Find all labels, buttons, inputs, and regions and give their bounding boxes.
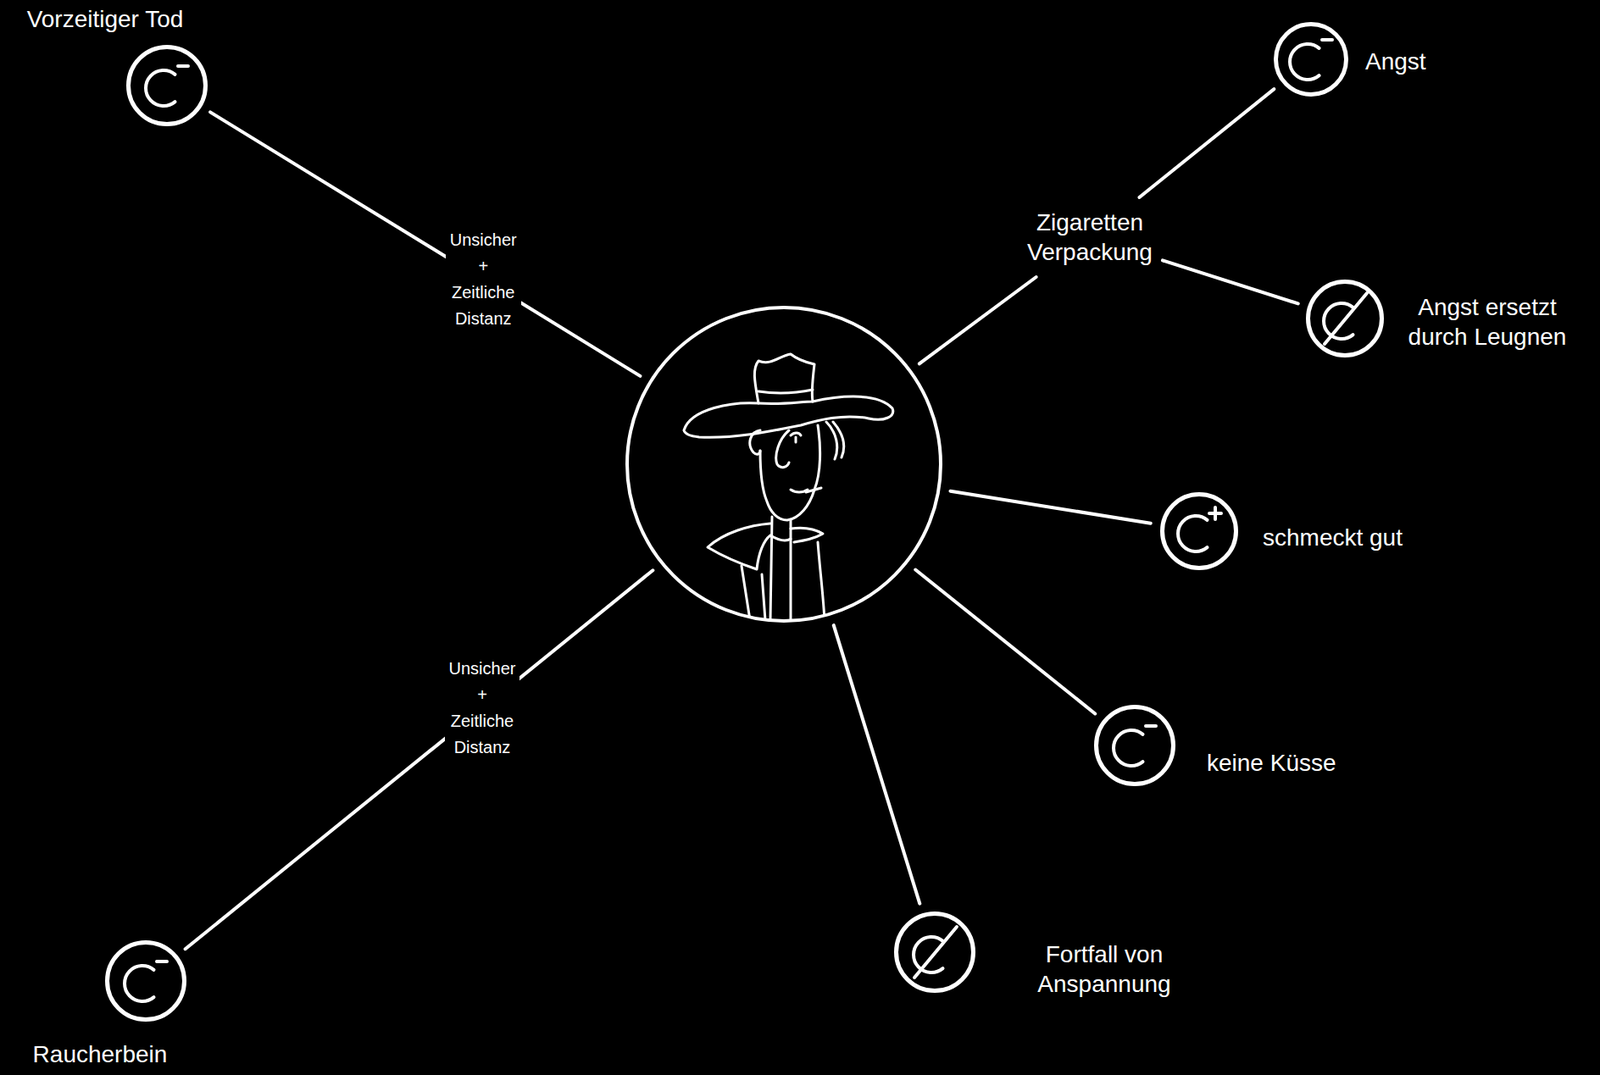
c-arc	[1113, 730, 1143, 767]
circle-border	[107, 943, 185, 1021]
circle-border	[1308, 282, 1383, 356]
node-label: keine Küsse	[1206, 748, 1337, 778]
consequence-circle: Angst	[1273, 22, 1349, 97]
cowboy-illustration	[683, 354, 894, 621]
consequence-circle: Raucherbein	[105, 940, 187, 1023]
circle-border	[1162, 494, 1237, 569]
node-label: Zigaretten Verpackung	[1027, 207, 1153, 267]
hat-crown	[754, 354, 815, 404]
node-label: Raucherbein	[33, 1039, 168, 1070]
circle-outline	[1094, 705, 1176, 787]
c-arc	[913, 937, 943, 973]
c-arc	[1289, 44, 1319, 80]
consequence-circle: schmeckt gut	[1160, 492, 1239, 571]
consequence-circle: keine Küsse	[1094, 705, 1176, 787]
connector-line	[915, 569, 1095, 714]
face-outline	[760, 425, 821, 521]
neck	[770, 516, 791, 621]
connector-line	[833, 625, 921, 905]
minus-sign	[1145, 724, 1156, 728]
connector-line	[950, 491, 1150, 524]
nose	[776, 430, 789, 468]
consequence-circle: Vorzeitiger Tod	[126, 44, 208, 127]
c-arc	[145, 70, 175, 106]
circle-outline	[105, 940, 187, 1023]
connector-line	[1138, 88, 1274, 198]
minus-sign	[156, 960, 167, 964]
node-label: schmeckt gut	[1262, 522, 1403, 553]
c-minus-symbol	[145, 66, 189, 106]
minus-sign	[1322, 38, 1333, 42]
cigarette	[805, 488, 822, 493]
c-minus-symbol	[1113, 726, 1156, 767]
c-arc	[1177, 516, 1207, 552]
c-crossed-symbol	[1323, 293, 1367, 345]
ear	[750, 430, 761, 455]
node-label: Fortfall von Anspannung	[1027, 939, 1181, 1000]
circle-outline	[1305, 279, 1384, 358]
cross-stroke	[1324, 293, 1367, 345]
c-symbols	[124, 39, 1367, 1002]
edge-label: Unsicher + Zeitliche Distanz	[444, 654, 521, 763]
connector-line	[210, 111, 640, 376]
circle-border	[1096, 707, 1174, 785]
edge-label: Unsicher + Zeitliche Distanz	[445, 225, 522, 334]
hair	[826, 422, 845, 460]
plus-sign	[1209, 507, 1222, 520]
shirt	[741, 542, 825, 621]
hat-band	[758, 389, 813, 394]
circle-outline	[1273, 22, 1349, 97]
c-minus-symbol	[124, 961, 167, 1002]
c-arc	[1323, 303, 1353, 339]
eye	[790, 433, 801, 443]
cross-stroke	[914, 927, 957, 978]
portrait-circle	[625, 305, 943, 623]
connector-line	[919, 277, 1037, 364]
node-label: Angst	[1365, 46, 1427, 77]
minus-sign	[177, 64, 189, 68]
c-crossed-symbol	[913, 927, 957, 978]
c-minus-symbol	[1289, 39, 1333, 80]
circle-border	[128, 47, 206, 125]
consequence-circle: Fortfall von Anspannung	[894, 911, 976, 994]
circle-border	[896, 914, 974, 992]
circle-border	[1276, 24, 1347, 95]
branch-label-node: Zigaretten Verpackung	[1027, 207, 1153, 267]
c-arc	[124, 966, 154, 1002]
circle-outline	[1160, 492, 1239, 571]
circle-outline	[894, 911, 976, 994]
c-plus-symbol	[1177, 507, 1222, 552]
node-label: Vorzeitiger Tod	[27, 4, 184, 34]
circle-outline	[625, 305, 943, 623]
consequence-circle: Angst ersetzt durch Leugnen	[1305, 279, 1384, 358]
connector-line	[185, 570, 654, 950]
connector-line	[1162, 260, 1299, 304]
circle-outline	[126, 44, 208, 127]
neckerchief	[707, 523, 823, 570]
node-label: Angst ersetzt durch Leugnen	[1398, 292, 1577, 352]
circle-border	[627, 307, 941, 622]
